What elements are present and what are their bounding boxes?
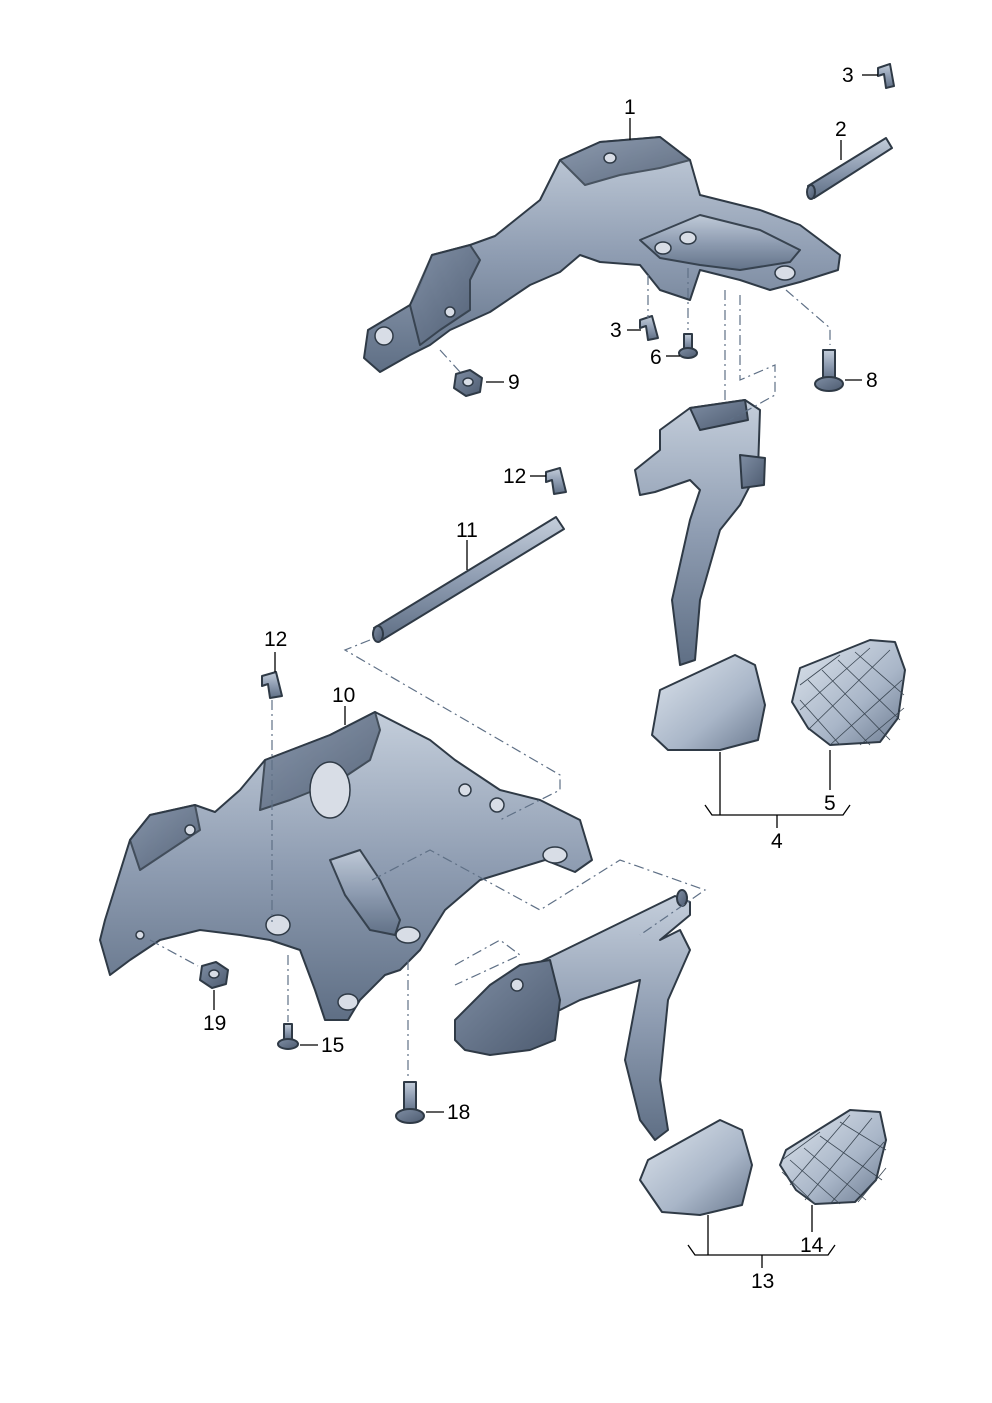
- callout-9: 9: [508, 371, 520, 394]
- lower-pedal-arm: [454, 889, 691, 1141]
- callout-12-upper: 12: [503, 465, 526, 488]
- assembly-dash-lines: [149, 268, 831, 1078]
- clip-12-upper: [545, 467, 567, 495]
- clip-top: [877, 63, 895, 89]
- bolt-15: [277, 1023, 299, 1050]
- long-shaft: [372, 516, 565, 643]
- callout-18: 18: [447, 1101, 470, 1124]
- callout-leaders: [213, 74, 878, 1268]
- callout-4: 4: [771, 830, 783, 853]
- lower-bracket: [99, 711, 593, 1021]
- callout-12-lower: 12: [264, 628, 287, 651]
- lower-pedal-rubber: [639, 1119, 753, 1216]
- callout-14: 14: [800, 1234, 824, 1257]
- callout-8: 8: [866, 369, 878, 392]
- upper-pedal-rubber: [651, 654, 766, 751]
- callout-2: 2: [835, 118, 847, 141]
- callout-15: 15: [321, 1034, 344, 1057]
- callout-13: 13: [751, 1270, 774, 1293]
- lower-pedal-pad-14: [779, 1109, 887, 1205]
- callout-labels: 1 2 3 3 6 8 9 12 11 12 10 5 4 19 15 18 1…: [203, 64, 878, 1293]
- bolt-18: [395, 1081, 425, 1124]
- callout-6: 6: [650, 346, 662, 369]
- callout-5: 5: [824, 792, 836, 815]
- bolt-6: [678, 333, 698, 359]
- upper-pedal-arm: [634, 399, 766, 666]
- upper-pin: [806, 137, 893, 200]
- nut-9: [453, 369, 483, 397]
- callout-3-mid: 3: [610, 319, 622, 342]
- callout-1: 1: [624, 96, 636, 119]
- callout-10: 10: [332, 684, 355, 707]
- clip-12-lower: [261, 671, 283, 699]
- callout-11: 11: [456, 519, 478, 542]
- clip-mid: [639, 315, 659, 341]
- upper-bracket: [363, 136, 841, 373]
- callout-3-top: 3: [842, 64, 854, 87]
- callout-19: 19: [203, 1012, 226, 1035]
- upper-pedal-pad-5: [791, 639, 906, 746]
- bolt-8: [814, 349, 844, 392]
- nut-19: [199, 961, 229, 989]
